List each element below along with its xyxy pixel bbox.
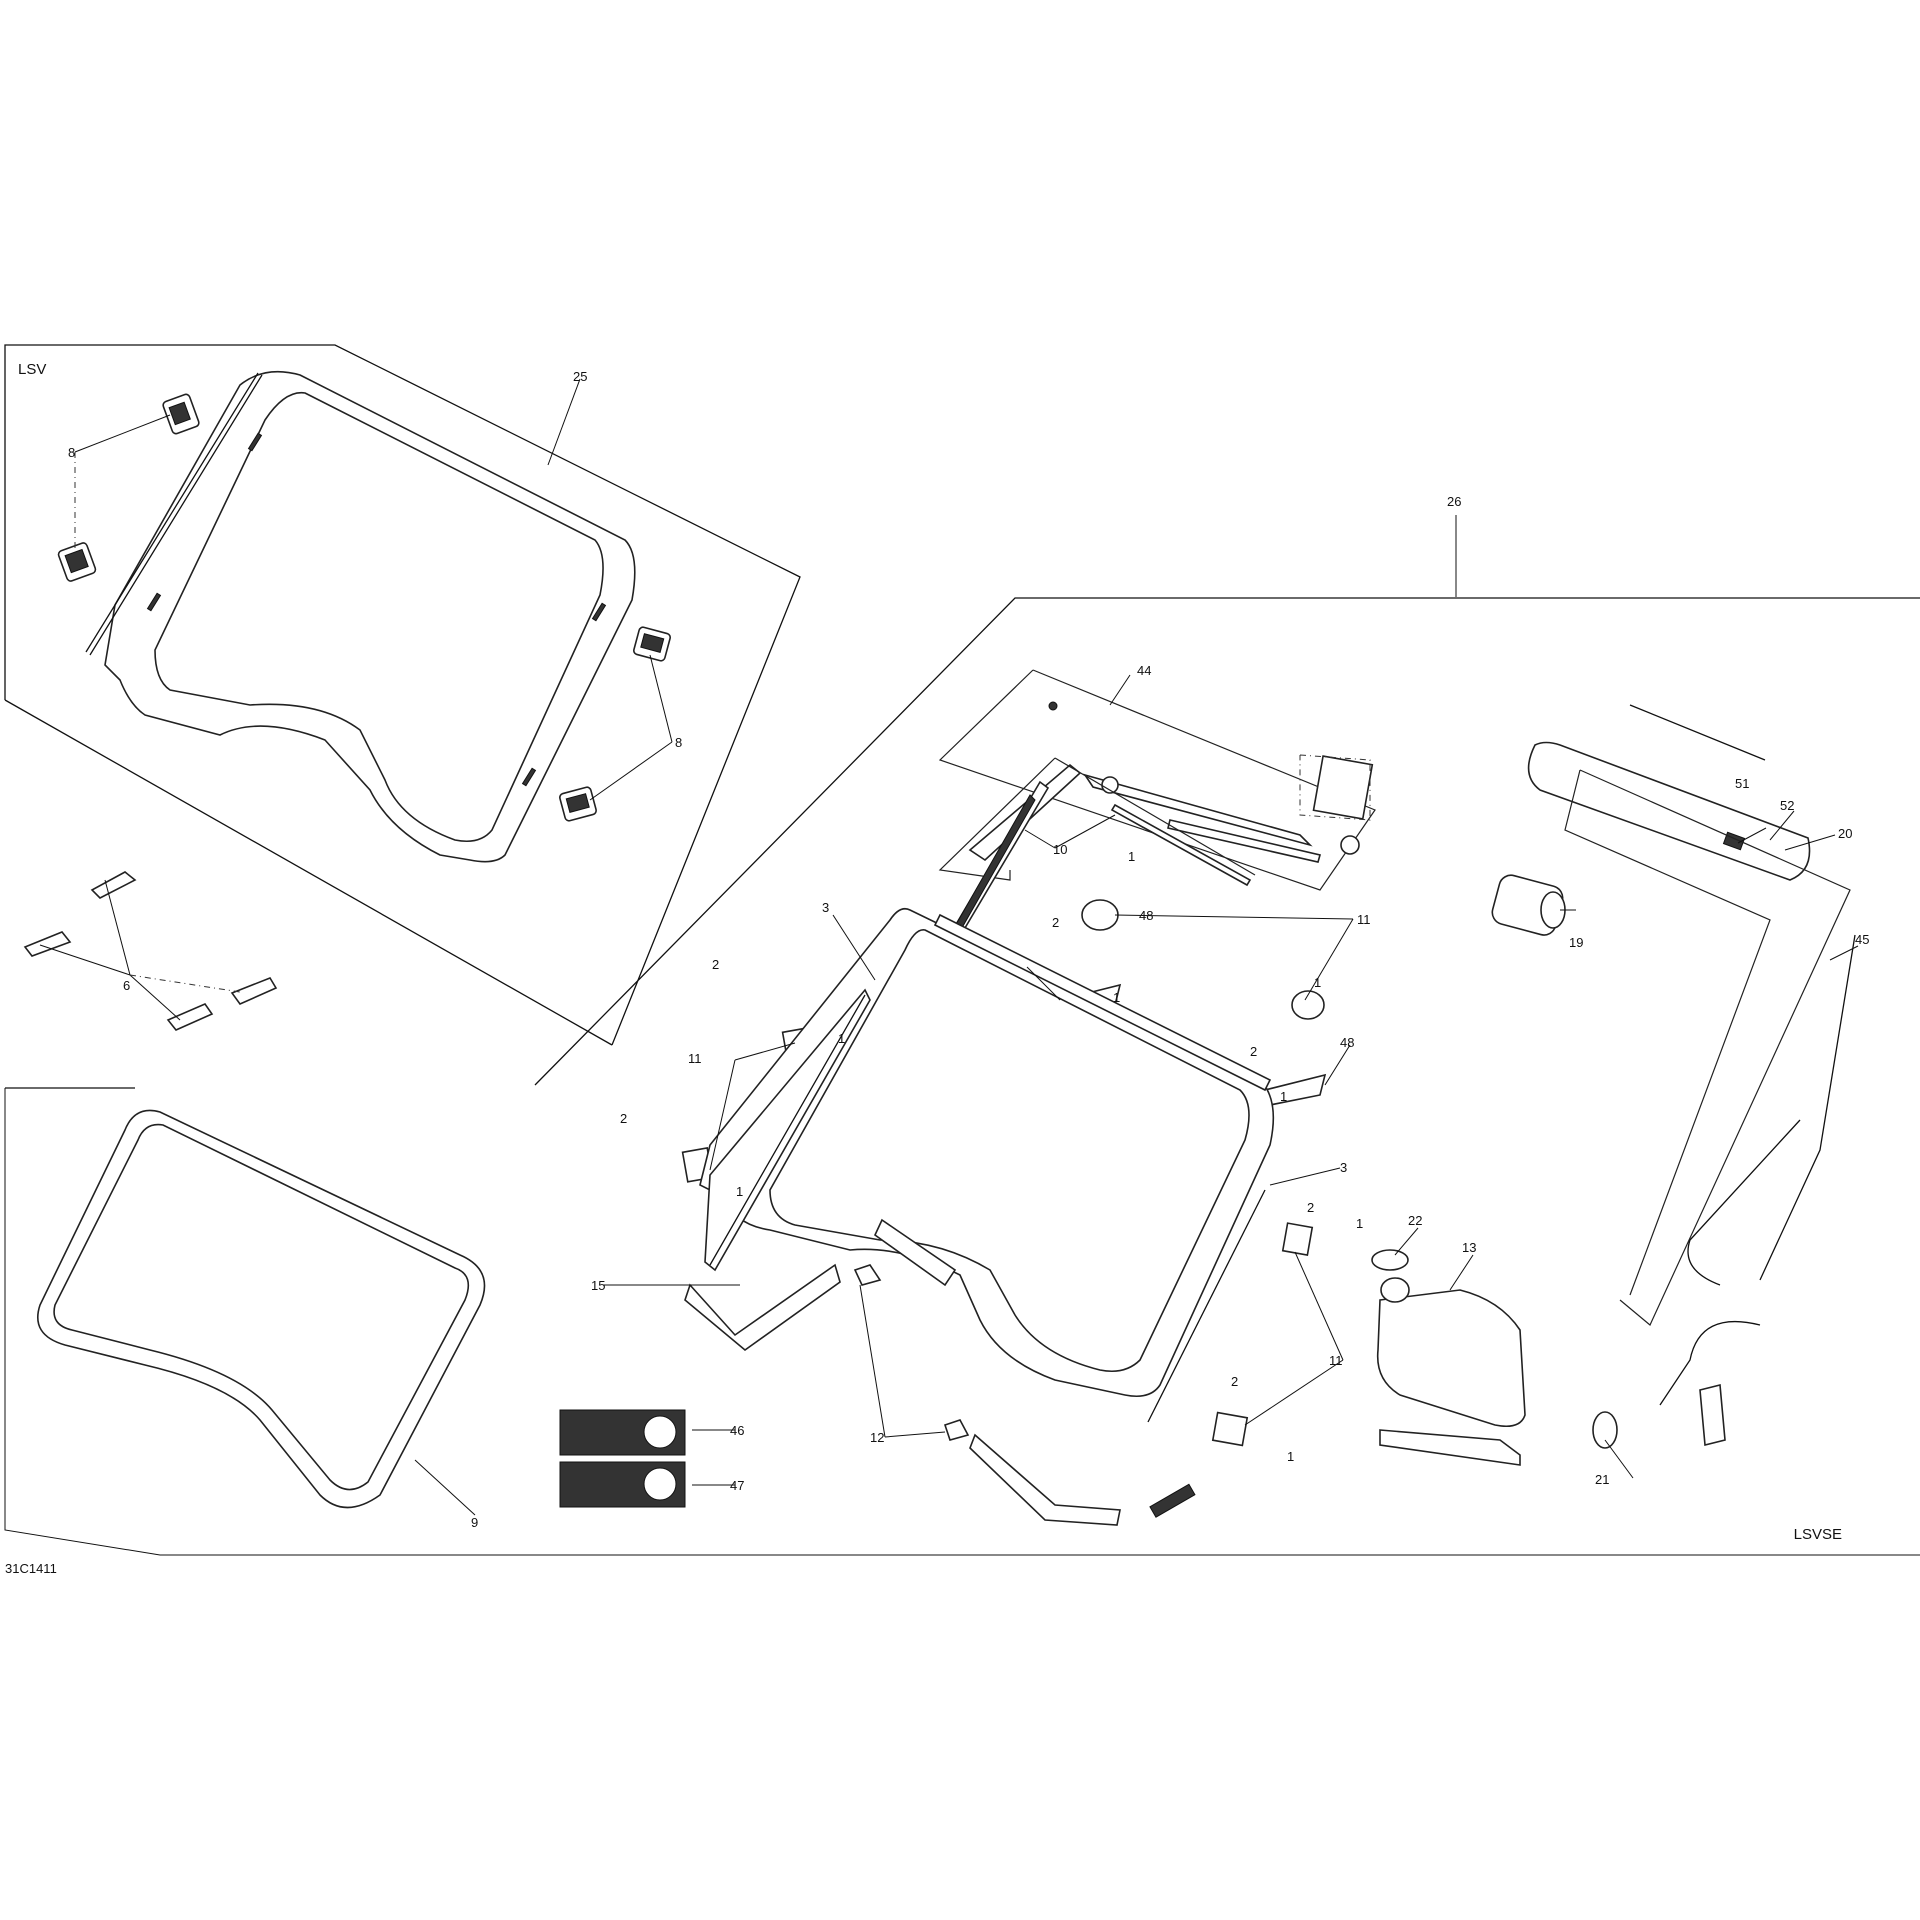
callout-12: 12 <box>870 1430 884 1445</box>
callout-25: 25 <box>573 369 587 384</box>
callout-1: 1 <box>1287 1449 1294 1464</box>
callout-11: 11 <box>1329 1353 1343 1368</box>
callout-2: 2 <box>1307 1200 1314 1215</box>
clamp-parts <box>57 393 671 822</box>
windshield-frame <box>699 907 1275 1423</box>
section-label-lsv: LSV <box>18 361 46 378</box>
callout-1: 1 <box>1314 975 1321 990</box>
callout-1: 1 <box>736 1184 743 1199</box>
wiring-harness <box>1564 769 1856 1406</box>
callout-8: 8 <box>675 735 682 750</box>
callout-2: 2 <box>1052 915 1059 930</box>
callout-1: 1 <box>838 1031 845 1046</box>
callout-44: 44 <box>1137 663 1151 678</box>
callout-45: 45 <box>1855 932 1869 947</box>
callout-48: 48 <box>1340 1035 1354 1050</box>
wiper-arm-box <box>938 669 1376 891</box>
callout-1: 1 <box>1128 849 1135 864</box>
callout-19: 19 <box>1569 935 1583 950</box>
wiper-blade-box <box>933 757 1256 967</box>
callout-1: 1 <box>1356 1216 1363 1231</box>
callout-48: 48 <box>1139 908 1153 923</box>
callout-1: 1 <box>1113 990 1120 1005</box>
callout-6: 6 <box>123 978 130 993</box>
callout-52: 52 <box>1780 798 1794 813</box>
callout-3: 3 <box>822 900 829 915</box>
callout-51: 51 <box>1735 776 1749 791</box>
callout-2: 2 <box>712 957 719 972</box>
lsvse-section-frame <box>4 597 1920 1556</box>
callout-11: 11 <box>1357 912 1371 927</box>
callout-10: 10 <box>1053 842 1067 857</box>
callout-11: 11 <box>688 1051 702 1066</box>
lsv-section-frame <box>4 344 801 1046</box>
callout-47: 47 <box>730 1478 744 1493</box>
diagram-code: 31C1411 <box>5 1561 57 1576</box>
callout-21: 21 <box>1595 1472 1609 1487</box>
callout-46: 46 <box>730 1423 744 1438</box>
callout-20: 20 <box>1838 826 1852 841</box>
callout-15: 15 <box>591 1278 605 1293</box>
lower-trim-parts <box>684 1218 1121 1526</box>
lsv-windshield <box>85 370 636 863</box>
callout-2: 2 <box>1250 1044 1257 1059</box>
washer-reservoir <box>1371 1249 1726 1466</box>
wiper-motor-and-cover <box>1491 704 1811 936</box>
callout-8: 8 <box>68 445 75 460</box>
section-label-lsvse: LSVSE <box>1794 1526 1842 1543</box>
clip-parts <box>23 871 278 1031</box>
callout-26: 26 <box>1447 494 1461 509</box>
seal-gasket <box>37 1109 486 1509</box>
leader-lines <box>39 378 1859 1516</box>
callout-9: 9 <box>471 1515 478 1530</box>
callout-3: 3 <box>1340 1160 1347 1175</box>
callout-22: 22 <box>1408 1213 1422 1228</box>
callout-2: 2 <box>620 1111 627 1126</box>
callout-2: 2 <box>1231 1374 1238 1389</box>
decals <box>559 1409 1196 1518</box>
callout-13: 13 <box>1462 1240 1476 1255</box>
callout-1: 1 <box>1280 1089 1287 1104</box>
